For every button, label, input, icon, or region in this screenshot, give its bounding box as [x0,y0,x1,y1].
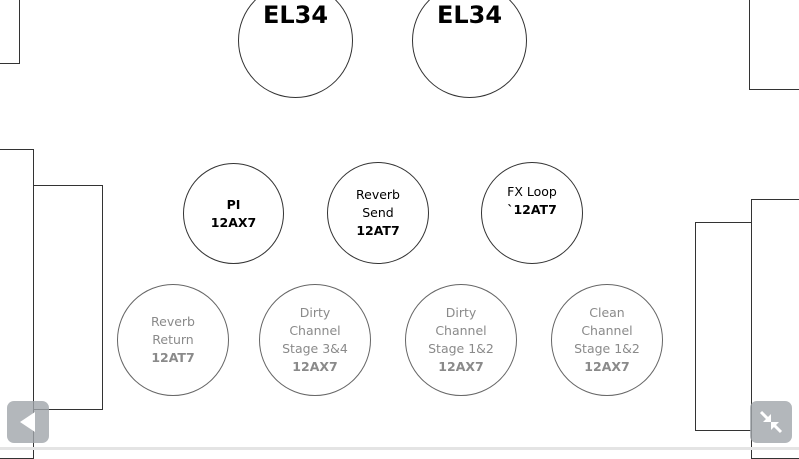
tube-type: EL34 [436,1,503,29]
tube-name: Stage 3&4 [282,341,348,356]
tube-name: Return [152,332,194,347]
component-top-right [749,0,799,90]
tube-type: `12AT7 [507,202,557,217]
tube-name: Stage 1&2 [428,341,494,356]
component-right-inner [695,222,752,431]
tube-fx-loop: FX Loop `12AT7 [481,162,583,264]
tube-name: Channel [435,323,487,338]
tube-name: PI [226,196,241,212]
tube-type: 12AX7 [210,214,257,230]
tube-name: Stage 1&2 [574,341,640,356]
tube-type: EL34 [262,1,329,29]
tube-type: 12AX7 [584,359,630,374]
tube-name: Channel [581,323,633,338]
component-left-inner [33,185,103,410]
tube-name: Send [362,205,394,220]
tube-name: Dirty [445,305,477,320]
component-top-left [0,0,20,64]
tube-type: 12AX7 [438,359,484,374]
collapse-button[interactable] [750,401,792,443]
tube-name: Dirty [299,305,331,320]
tube-el34-2: EL34 [412,0,527,98]
triangle-left-icon [20,412,35,432]
bottom-scroll-strip [0,447,799,450]
tube-name: Reverb [356,187,400,202]
tube-type: 12AX7 [292,359,338,374]
arrows-collapse-icon [759,410,783,434]
tube-el34-1: EL34 [238,0,353,98]
tube-name: Reverb [151,314,195,329]
tube-name: Channel [289,323,341,338]
tube-type: 12AT7 [151,350,195,365]
tube-name: Clean [589,305,625,320]
tube-name: FX Loop [507,184,557,199]
previous-button[interactable] [7,401,49,443]
tube-pi: PI 12AX7 [183,163,284,264]
tube-type: 12AT7 [356,223,400,238]
